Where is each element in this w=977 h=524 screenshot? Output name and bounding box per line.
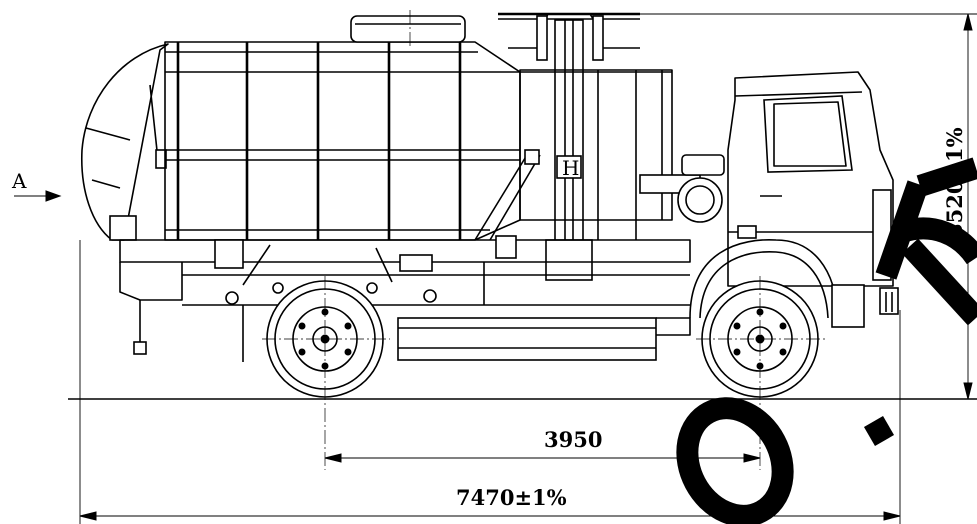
view-marker-label: A bbox=[11, 169, 27, 193]
side-box bbox=[397, 235, 691, 361]
watermark bbox=[676, 157, 977, 524]
rear-tailgate bbox=[80, 43, 169, 241]
garbage-body bbox=[164, 10, 541, 241]
wheelbase-dimension-label: 3950 bbox=[544, 427, 602, 452]
chassis-frame bbox=[119, 239, 691, 362]
svg-text:H: H bbox=[562, 156, 579, 180]
overall-length-dimension-label: 7470±1% bbox=[456, 485, 567, 510]
dimension-lines bbox=[14, 13, 977, 524]
lift-mechanism: H bbox=[498, 12, 725, 281]
cab bbox=[689, 71, 899, 328]
